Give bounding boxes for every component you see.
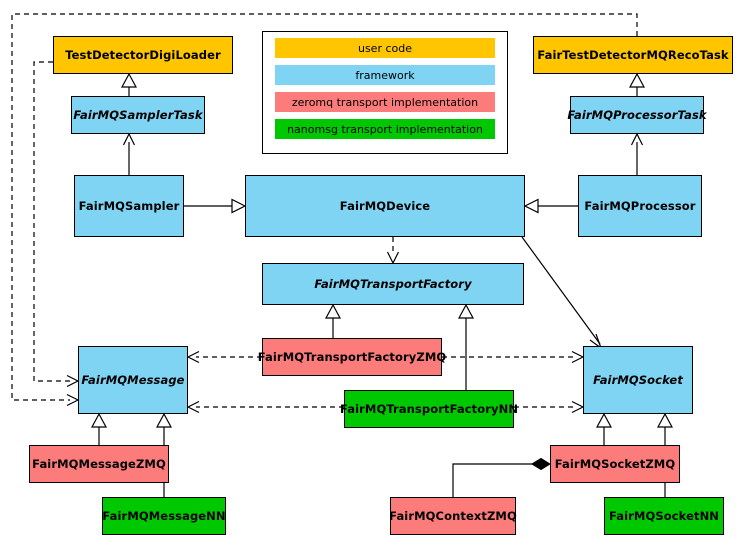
class-box-fairmqsampler[interactable]: FairMQSampler — [74, 175, 184, 237]
class-box-fairmqprocessor[interactable]: FairMQProcessor — [578, 175, 702, 237]
edge-dependency-transportfactoryzmq-socket — [442, 350, 584, 364]
class-box-fairmqsocket[interactable]: FairMQSocket — [583, 346, 693, 414]
edge-association-sampler-samplertask — [122, 133, 136, 175]
edge-generalization-socketzmq-socket — [595, 412, 613, 445]
edge-association-device-socket — [521, 236, 602, 349]
class-box-fairmqmessagezmq[interactable]: FairMQMessageZMQ — [29, 445, 169, 483]
edge-generalization-sampler-device — [184, 198, 247, 214]
class-box-fairmqsamplertask[interactable]: FairMQSamplerTask — [71, 96, 205, 134]
color-legend: user code framework zeromq transport imp… — [262, 31, 508, 154]
edge-composition-contextzmq-socketzmq — [452, 457, 551, 497]
class-box-fairmqmessagenn[interactable]: FairMQMessageNN — [102, 497, 226, 535]
edge-generalization-processor-device — [523, 198, 578, 214]
edge-generalization-processortask-recotask — [628, 72, 646, 96]
edge-dependency-transportfactoryzmq-message — [187, 350, 262, 364]
legend-item-nanomsg: nanomsg transport implementation — [275, 119, 495, 139]
edge-generalization-transportfactoryn-transportfactory — [457, 303, 475, 390]
edge-dependency-transportfactorynn-socket — [514, 400, 584, 414]
class-box-fairtestdetectormqrecotask[interactable]: FairTestDetectorMQRecoTask — [533, 36, 733, 74]
class-box-fairmqtransportfactorynn[interactable]: FairMQTransportFactoryNN — [340, 390, 518, 428]
class-box-fairmqdevice[interactable]: FairMQDevice — [245, 175, 525, 237]
edge-generalization-messagezmq-message — [90, 412, 108, 445]
class-box-fairmqsocketzmq[interactable]: FairMQSocketZMQ — [550, 445, 680, 483]
class-box-testdetectordigiloader[interactable]: TestDetectorDigiLoader — [53, 36, 233, 74]
class-box-fairmqsocketnn[interactable]: FairMQSocketNN — [604, 497, 724, 535]
edge-association-processor-processortask — [630, 133, 644, 175]
edge-dependency-device-transportfactory — [386, 237, 400, 264]
edge-generalization-samplertask-digiloader — [120, 72, 138, 96]
edge-dependency-transportfactorynn-message — [187, 400, 344, 414]
legend-item-zeromq: zeromq transport implementation — [275, 92, 495, 112]
class-box-fairmqtransportfactoryzmq[interactable]: FairMQTransportFactoryZMQ — [258, 338, 446, 376]
legend-item-framework: framework — [275, 65, 495, 85]
class-box-fairmqtransportfactory[interactable]: FairMQTransportFactory — [262, 263, 524, 305]
edge-generalization-transportfactoryzmq-transportfactory — [324, 303, 342, 338]
class-box-fairmqcontextzmq[interactable]: FairMQContextZMQ — [389, 497, 517, 535]
class-box-fairmqmessage[interactable]: FairMQMessage — [78, 346, 188, 414]
legend-item-user-code: user code — [275, 38, 495, 58]
class-box-fairmqprocessortask[interactable]: FairMQProcessorTask — [567, 96, 707, 134]
